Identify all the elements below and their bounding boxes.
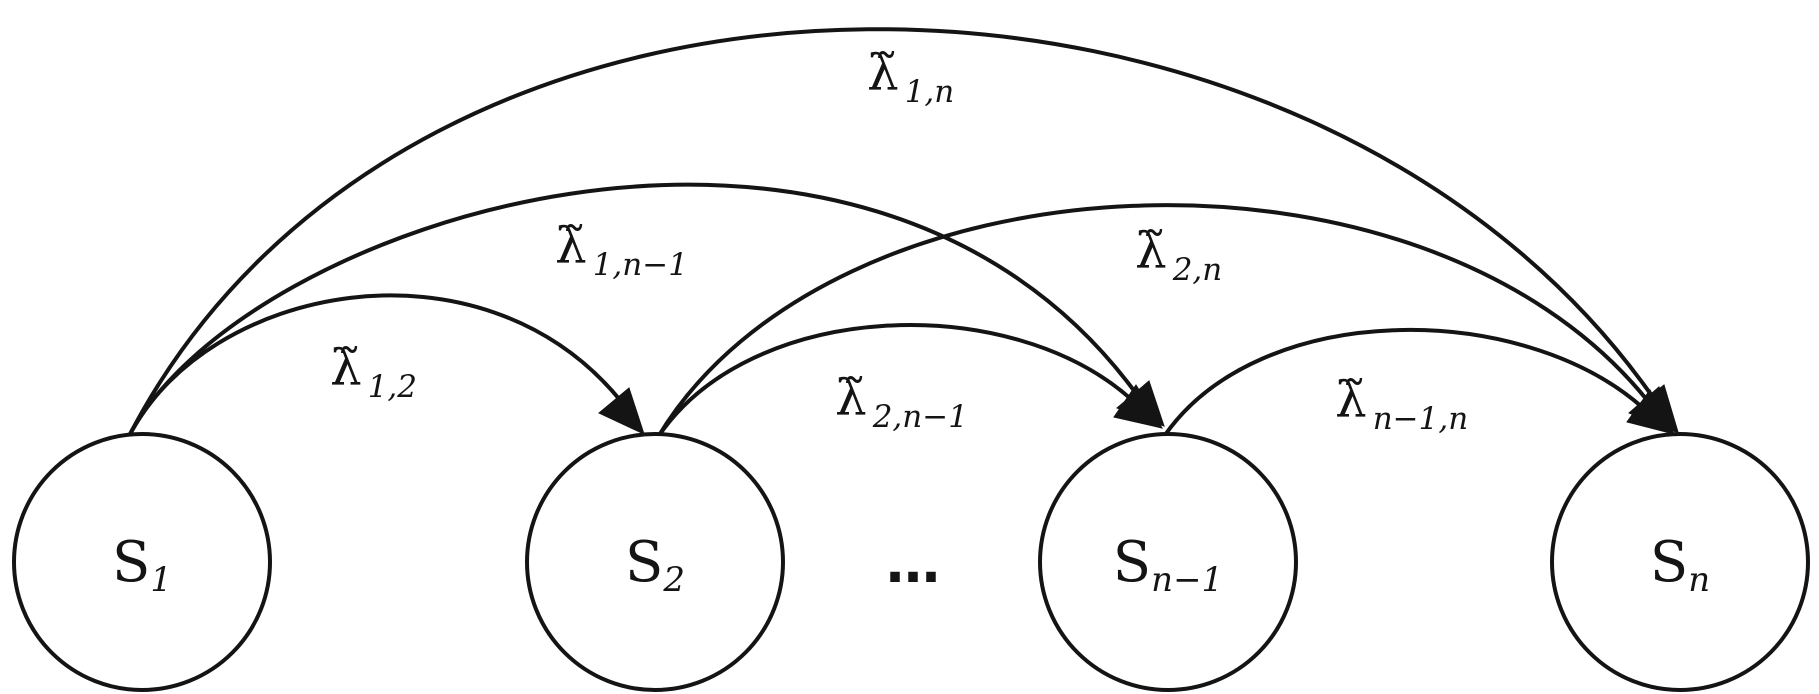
edge-label-1-n-1: λ̃1,n−1: [555, 217, 688, 283]
node-sn-1-label: Sn−1: [1113, 530, 1223, 600]
node-s2-label: S2: [625, 530, 685, 600]
nodes: S1 S2 Sn−1 Sn …: [12, 432, 1810, 692]
edge-labels: λ̃1,2 λ̃1,n−1 λ̃1,n λ̃2,n−1 λ̃2,n λ̃n−1,…: [330, 44, 1468, 437]
edge-s2-sn-1: [656, 323, 1134, 439]
edge-s1-sn: [126, 27, 1654, 439]
arrowhead-s2-sn-1: [1113, 384, 1164, 429]
edge-label-2-n-1: λ̃2,n−1: [835, 369, 968, 435]
edge-s1-sn-1: [126, 182, 1137, 439]
node-s1-circle: [12, 432, 272, 692]
node-s2: S2: [525, 432, 785, 692]
node-s1: S1: [12, 432, 272, 692]
edge-label-2-n: λ̃2,n: [1135, 222, 1222, 288]
node-sn-label: Sn: [1650, 530, 1710, 600]
node-s1-label: S1: [112, 530, 172, 600]
arrowhead-sn-1-sn: [1626, 389, 1675, 435]
node-sn-1-circle: [1038, 432, 1298, 692]
edge-s2-sn: [656, 203, 1649, 439]
edges: [126, 27, 1679, 439]
edge-label-1-n: λ̃1,n: [867, 44, 954, 110]
ellipsis: …: [886, 532, 940, 595]
node-sn-1: Sn−1: [1038, 432, 1298, 692]
edge-s1-s2: [126, 293, 622, 439]
edge-label-1-2: λ̃1,2: [330, 339, 417, 405]
arrowhead-s1-s2: [598, 387, 645, 435]
edge-sn-1-sn: [1163, 327, 1644, 437]
node-sn-circle: [1550, 432, 1810, 692]
node-sn: Sn: [1550, 432, 1810, 692]
node-s2-circle: [525, 432, 785, 692]
edge-label-n-1-n: λ̃n−1,n: [1335, 371, 1468, 437]
